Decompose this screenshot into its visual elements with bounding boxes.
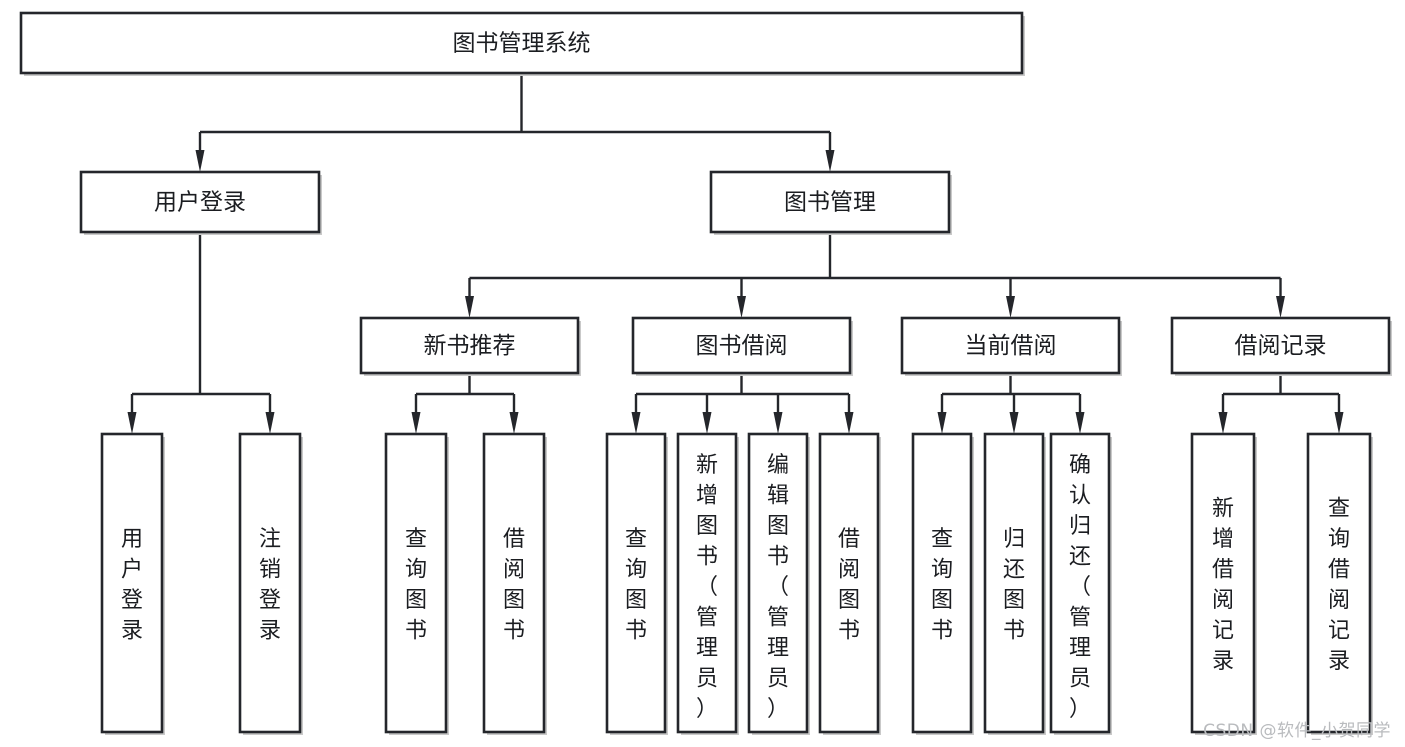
node-box xyxy=(482,432,546,734)
arrow-head-icon xyxy=(509,412,519,434)
node-label: 编辑图书（管理员） xyxy=(767,453,789,722)
node-new-book-rec[interactable]: 新书推荐 xyxy=(359,316,581,376)
arrow-head-icon xyxy=(265,412,275,434)
connector-group-user-login xyxy=(127,232,275,434)
arrow-head-icon xyxy=(1075,412,1085,434)
node-leaf-confirm-return[interactable]: 确认归还（管理员） xyxy=(1049,432,1112,735)
arrow-head-icon xyxy=(844,412,854,434)
arrow-head-icon xyxy=(1006,296,1015,318)
node-box xyxy=(983,432,1045,734)
node-label: 归还图书 xyxy=(1003,527,1025,644)
node-leaf-borrow-book-2[interactable]: 借阅图书 xyxy=(818,432,881,735)
connector-group-borrow-record xyxy=(1218,373,1344,434)
arrow-head-icon xyxy=(773,412,783,434)
node-box xyxy=(676,432,738,734)
connector-group-current-borrow xyxy=(937,373,1085,434)
node-label: 用户登录 xyxy=(154,190,246,216)
arrow-head-icon xyxy=(825,150,835,172)
node-leaf-borrow-book-1[interactable]: 借阅图书 xyxy=(482,432,547,735)
node-label: 查询借阅记录 xyxy=(1328,496,1350,674)
node-box xyxy=(1049,432,1111,734)
node-borrow-record[interactable]: 借阅记录 xyxy=(1170,316,1392,376)
node-label: 新增借阅记录 xyxy=(1212,496,1234,674)
node-box xyxy=(1190,432,1256,734)
node-box xyxy=(818,432,880,734)
node-box xyxy=(1170,316,1391,375)
node-leaf-query-book-2[interactable]: 查询图书 xyxy=(605,432,668,735)
node-leaf-user-login[interactable]: 用户登录 xyxy=(100,432,165,735)
node-label: 当前借阅 xyxy=(965,333,1057,359)
node-label: 确认归还（管理员） xyxy=(1069,453,1091,722)
node-box xyxy=(1306,432,1372,734)
node-label: 注销登录 xyxy=(259,527,281,644)
node-box xyxy=(384,432,448,734)
node-current-borrow[interactable]: 当前借阅 xyxy=(900,316,1122,376)
arrow-head-icon xyxy=(937,412,947,434)
node-label: 借阅图书 xyxy=(503,527,525,644)
node-box xyxy=(100,432,164,734)
node-label: 查询图书 xyxy=(625,527,647,644)
node-label: 查询图书 xyxy=(931,527,953,644)
node-label: 用户登录 xyxy=(121,527,143,644)
node-box xyxy=(900,316,1121,375)
node-box xyxy=(747,432,809,734)
node-label: 查询图书 xyxy=(405,527,427,644)
node-book-manage[interactable]: 图书管理 xyxy=(709,170,952,235)
node-box xyxy=(605,432,667,734)
node-label: 图书管理系统 xyxy=(453,31,591,57)
node-leaf-user-logout[interactable]: 注销登录 xyxy=(238,432,303,735)
node-box xyxy=(631,316,852,375)
connector-group-book-manage xyxy=(465,232,1285,318)
node-leaf-add-record[interactable]: 新增借阅记录 xyxy=(1190,432,1257,735)
node-book-borrow[interactable]: 图书借阅 xyxy=(631,316,853,376)
node-box xyxy=(709,170,951,234)
node-root[interactable]: 图书管理系统 xyxy=(19,11,1025,76)
arrow-head-icon xyxy=(631,412,641,434)
arrow-head-icon xyxy=(1218,412,1228,434)
connector-group-root xyxy=(195,73,835,172)
node-leaf-query-book-3[interactable]: 查询图书 xyxy=(911,432,974,735)
node-leaf-query-book-1[interactable]: 查询图书 xyxy=(384,432,449,735)
node-label: 新书推荐 xyxy=(424,333,516,359)
node-box xyxy=(238,432,302,734)
node-label: 借阅图书 xyxy=(838,527,860,644)
arrow-head-icon xyxy=(1334,412,1344,434)
arrow-head-icon xyxy=(195,150,205,172)
node-leaf-add-book[interactable]: 新增图书（管理员） xyxy=(676,432,739,735)
arrow-head-icon xyxy=(1276,296,1285,318)
node-user-login[interactable]: 用户登录 xyxy=(79,170,322,235)
connector-layer xyxy=(127,73,1344,434)
arrow-head-icon xyxy=(737,296,746,318)
arrow-head-icon xyxy=(411,412,421,434)
arrow-head-icon xyxy=(127,412,137,434)
node-label: 借阅记录 xyxy=(1235,333,1327,359)
node-box xyxy=(79,170,321,234)
arrow-head-icon xyxy=(702,412,712,434)
node-layer: 图书管理系统用户登录图书管理新书推荐图书借阅当前借阅借阅记录用户登录注销登录查询… xyxy=(19,11,1392,735)
node-label: 图书借阅 xyxy=(696,333,788,359)
connector-group-book-borrow xyxy=(631,373,854,434)
connector-group-new-book-rec xyxy=(411,373,519,434)
node-box xyxy=(359,316,580,375)
node-leaf-query-record[interactable]: 查询借阅记录 xyxy=(1306,432,1373,735)
arrow-head-icon xyxy=(465,296,474,318)
node-leaf-edit-book[interactable]: 编辑图书（管理员） xyxy=(747,432,810,735)
node-box xyxy=(19,11,1024,75)
node-label: 图书管理 xyxy=(784,190,876,216)
node-box xyxy=(911,432,973,734)
node-label: 新增图书（管理员） xyxy=(696,453,718,722)
arrow-head-icon xyxy=(1009,412,1019,434)
node-leaf-return-book[interactable]: 归还图书 xyxy=(983,432,1046,735)
